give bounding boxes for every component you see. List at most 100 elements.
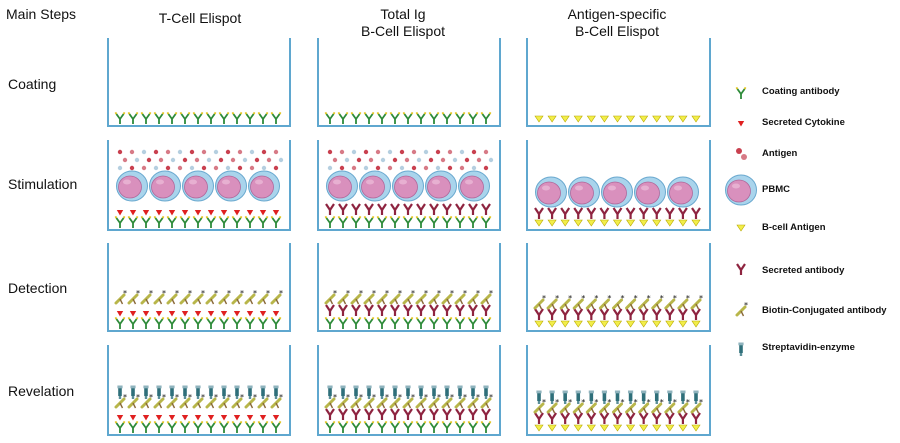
secreted-antibody [664,206,675,221]
antigen-dot [201,165,207,171]
coating-antibody [467,316,479,330]
antigen-dot [435,165,441,171]
secreted-antibody [454,303,466,318]
coating-antibody [428,111,440,125]
streptavidin-enzyme [667,390,673,404]
b-cell-antigen [639,219,648,227]
secreted-cytokine [142,415,150,421]
coating-antibody [218,420,230,434]
coating-antibody [415,111,427,125]
b-cell-antigen [534,320,544,328]
b-cell-antigen [691,424,701,432]
biotin-antibody [376,287,391,306]
secreted-cytokine [272,210,280,216]
layers-coating-antigen-specific [534,115,701,123]
biotin-antibody [638,292,653,311]
secreted-antibody [612,411,623,426]
coating-antibody [166,111,178,125]
antigen-dot [363,149,369,155]
b-cell-antigen [547,320,557,328]
coating-antibody [467,420,479,434]
secreted-antibody [480,407,492,422]
legend-label-b-cell-antigen: B-cell Antigen [762,222,826,233]
antigen-dot [237,165,243,171]
b-cell-antigen [547,115,557,123]
streptavidin-enzyme [470,385,476,399]
secreted-antibody [677,206,689,221]
biotin-antibody [533,292,548,311]
coating-antibody [218,111,230,125]
coating-antibody [179,420,191,434]
antigen-dot [356,157,362,163]
antigen-dot [249,149,255,155]
column-header-antigen-specific-line2: B-Cell Elispot [574,23,660,39]
streptavidin-enzyme [693,390,699,404]
streptavidin-enzyme [117,385,123,399]
streptavidin-enzyme [444,385,450,399]
antigen-dot [375,149,381,155]
b-cell-antigen [573,219,583,227]
antigen-dot [242,157,248,163]
streptavidin-enzyme [405,385,411,399]
coating-antibody [363,111,375,125]
b-cell-antigen [626,115,635,123]
secreted-cytokine [233,311,241,317]
secreted-antibody [533,411,545,426]
streptavidin-enzyme [536,390,542,404]
biotin-antibody [389,287,404,306]
coating-antibody [127,215,139,229]
step-label-stimulation: Stimulation [8,176,78,192]
b-cell-antigen [600,320,609,328]
coating-antibody [127,316,139,330]
secreted-antibody [441,202,453,217]
secreted-cytokine [155,415,163,421]
b-cell-antigen [678,115,688,123]
legend-label-secreted-antibody: Secreted antibody [762,265,845,276]
secreted-cytokine [246,415,254,421]
antigen-dot [117,165,123,171]
coating-antibody [389,316,401,330]
biotin-antibody [598,292,613,311]
secreted-antibody [690,307,702,322]
coating-antibody [218,316,230,330]
antigen-dot [387,165,393,171]
secreted-antibody [324,407,336,422]
coating-antibody [270,215,282,229]
secreted-cytokine [246,210,254,216]
coating-antibody [192,215,204,229]
b-cell-antigen [587,115,596,123]
coating-antibody [244,111,256,125]
b-cell-antigen [534,219,544,227]
coating-antibody [350,420,362,434]
secreted-antibody [337,407,349,422]
secreted-antibody [599,206,610,221]
coating-antibody [127,111,139,125]
column-header-total-ig: Total Ig B-Cell Elispot [303,6,503,40]
pbmc-cell [667,176,699,208]
biotin-antibody [441,287,456,306]
secreted-cytokine [220,311,228,317]
b-cell-antigen [691,320,701,328]
secreted-cytokine [181,415,189,421]
coating-antibody [324,420,336,434]
secreted-antibody [480,303,492,318]
pbmc-cell [326,170,358,202]
biotin-antibody [270,287,285,306]
b-cell-antigen [626,320,635,328]
coating-antibody [428,215,440,229]
biotin-antibody [114,287,129,306]
secreted-antibody [415,303,427,318]
b-cell-antigen [691,219,701,227]
b-cell-antigen [547,219,557,227]
coating-antibody [205,215,217,229]
streptavidin-enzyme [562,390,568,404]
secreted-cytokine [259,210,267,216]
biotin-antibody [218,287,233,306]
b-cell-antigen [587,219,596,227]
layers-revelation-antigen-specific [533,390,705,432]
antigen-dot [423,165,429,171]
coating-antibody [415,215,427,229]
antigen-dot [483,149,489,155]
b-cell-antigen [678,320,688,328]
antigen-dot [266,157,272,163]
